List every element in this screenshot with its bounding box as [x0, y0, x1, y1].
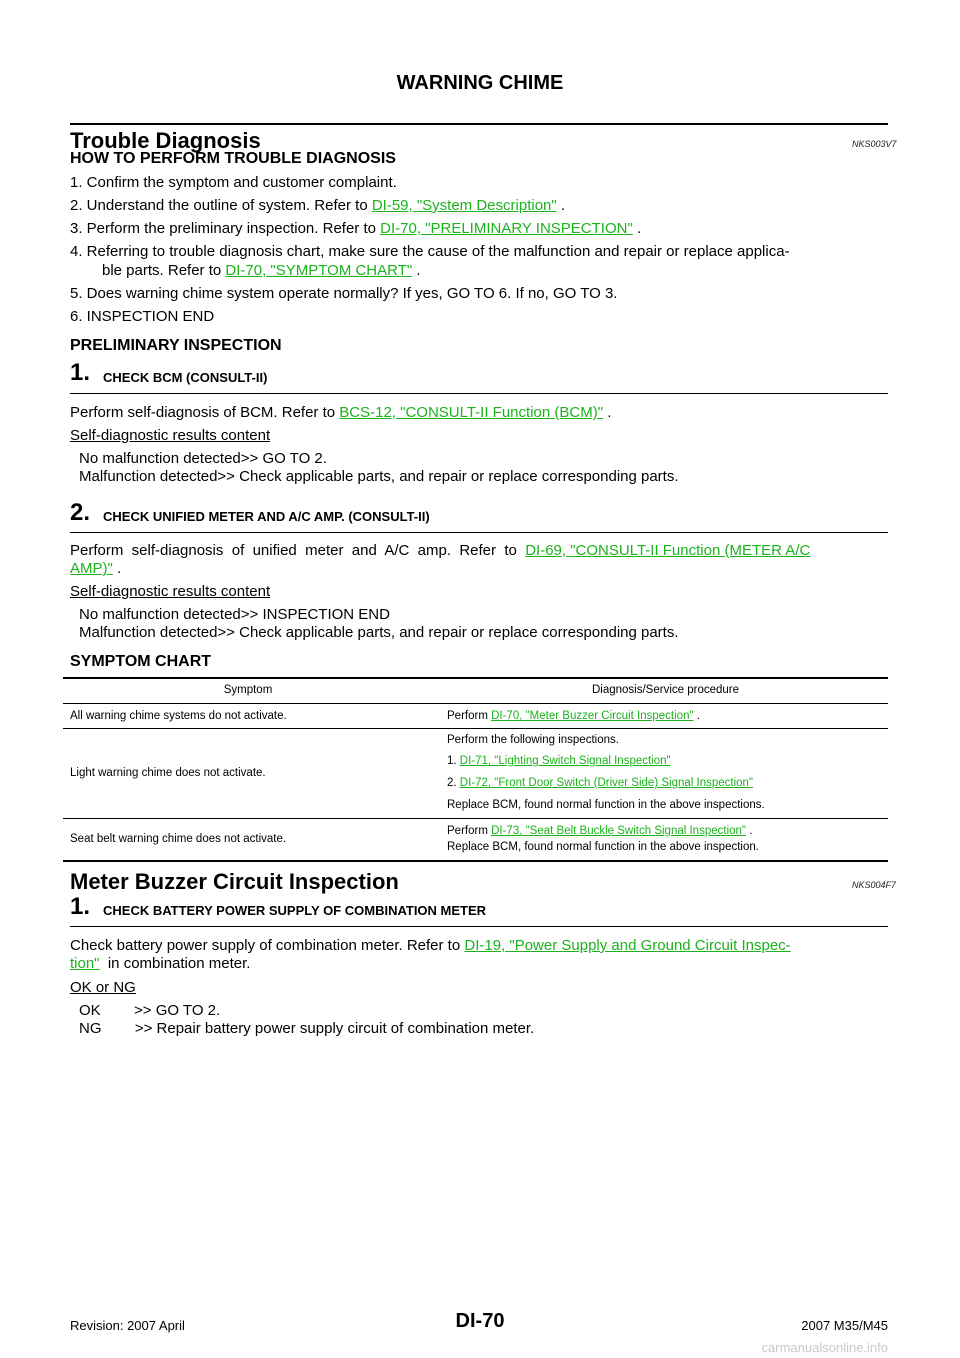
link-symptom-chart[interactable]: DI-70, "SYMPTOM CHART" — [225, 262, 413, 279]
col-header-procedure: Diagnosis/Service procedure — [591, 684, 740, 696]
step-title-check-bcm: CHECK BCM (CONSULT-II) — [103, 370, 268, 385]
how-step-2: 2. Understand the outline of system. Ref… — [70, 197, 566, 214]
page-header-title: WARNING CHIME — [396, 72, 564, 94]
table-row-symptom: All warning chime systems do not activat… — [70, 710, 287, 722]
step-rule — [70, 926, 888, 927]
table-row-procedure-item: 1. DI-71, "Lighting Switch Signal Inspec… — [447, 755, 671, 767]
how-step-1: 1. Confirm the symptom and customer comp… — [70, 174, 397, 191]
symptom-chart-heading: SYMPTOM CHART — [70, 653, 212, 670]
how-step-4: 4. Referring to trouble diagnosis chart,… — [70, 243, 790, 260]
how-to-heading: HOW TO PERFORM TROUBLE DIAGNOSIS — [70, 150, 396, 167]
step-number: 1. — [70, 359, 91, 386]
link-di-73[interactable]: DI-73, "Seat Belt Buckle Switch Signal I… — [491, 825, 746, 837]
step-number: 2. — [70, 499, 91, 526]
table-row-procedure: Perform DI-70, "Meter Buzzer Circuit Ins… — [447, 710, 700, 722]
step-rule — [70, 393, 888, 394]
preliminary-heading: PRELIMINARY INSPECTION — [70, 337, 282, 354]
step-title-check-battery: CHECK BATTERY POWER SUPPLY OF COMBINATIO… — [103, 903, 487, 918]
step1-result-2: Malfunction detected>> Check applicable … — [79, 468, 679, 485]
link-di-71[interactable]: DI-71, "Lighting Switch Signal Inspectio… — [459, 755, 671, 767]
how-step-5: 5. Does warning chime system operate nor… — [70, 285, 618, 302]
table-row-rule — [63, 818, 888, 819]
section-title-meter-buzzer: Meter Buzzer Circuit Inspection — [70, 869, 399, 894]
table-row-symptom: Light warning chime does not activate. — [70, 767, 266, 779]
table-row-procedure: Perform DI-73, "Seat Belt Buckle Switch … — [447, 825, 753, 837]
how-step-3: 3. Perform the preliminary inspection. R… — [70, 220, 642, 237]
table-top-rule — [63, 677, 888, 679]
results-label: Self-diagnostic results content — [70, 427, 271, 444]
header-rule — [70, 123, 888, 125]
table-header-rule — [63, 703, 888, 704]
step2-text: Perform self-diagnosis of unified meter … — [70, 542, 811, 559]
ng-result: NG >> Repair battery power supply circui… — [79, 1020, 535, 1037]
page-number: DI-70 — [455, 1310, 505, 1332]
meter-step1-text: Check battery power supply of combinatio… — [70, 937, 791, 954]
section-code: NKS004F7 — [852, 880, 897, 890]
link-di-70-buzzer[interactable]: DI-70, "Meter Buzzer Circuit Inspection" — [491, 710, 694, 722]
table-row-procedure-line: Perform the following inspections. — [447, 734, 619, 746]
step-title-check-unified-meter: CHECK UNIFIED METER AND A/C AMP. (CONSUL… — [103, 509, 430, 524]
footer-model: 2007 M35/M45 — [801, 1318, 888, 1333]
meter-step1-text-cont: tion" in combination meter. — [70, 955, 251, 972]
link-di-19-cont[interactable]: tion" — [70, 955, 100, 972]
link-bcs-12[interactable]: BCS-12, "CONSULT-II Function (BCM)" — [339, 404, 604, 421]
table-bottom-rule — [63, 860, 888, 862]
section-code: NKS003V7 — [852, 139, 897, 149]
link-system-description[interactable]: DI-59, "System Description" — [371, 197, 557, 214]
step2-text-cont: AMP)" . — [70, 560, 122, 577]
step1-result-1: No malfunction detected>> GO TO 2. — [79, 450, 327, 467]
step1-text: Perform self-diagnosis of BCM. Refer to … — [70, 404, 612, 421]
link-di-19[interactable]: DI-19, "Power Supply and Ground Circuit … — [464, 937, 791, 954]
ok-result: OK >> GO TO 2. — [79, 1002, 221, 1019]
link-di-69[interactable]: DI-69, "CONSULT-II Function (METER A/C — [525, 542, 811, 559]
step-rule — [70, 532, 888, 533]
table-row-procedure-line: Replace BCM, found normal function in th… — [447, 841, 759, 853]
results-label: Self-diagnostic results content — [70, 583, 271, 600]
ok-ng-label: OK or NG — [70, 979, 136, 996]
step2-result-1: No malfunction detected>> INSPECTION END — [79, 606, 390, 623]
table-row-procedure-line: Replace BCM, found normal function in th… — [447, 799, 765, 811]
footer-revision: Revision: 2007 April — [70, 1318, 185, 1333]
table-row-symptom: Seat belt warning chime does not activat… — [70, 833, 287, 845]
step2-result-2: Malfunction detected>> Check applicable … — [79, 624, 679, 641]
link-di-72[interactable]: DI-72, "Front Door Switch (Driver Side) … — [459, 777, 754, 789]
table-row-rule — [63, 728, 888, 729]
table-row-procedure-item: 2. DI-72, "Front Door Switch (Driver Sid… — [447, 777, 754, 789]
how-step-4-cont: ble parts. Refer to DI-70, "SYMPTOM CHAR… — [102, 262, 421, 279]
col-header-symptom: Symptom — [223, 684, 273, 696]
watermark: carmanualsonline.info — [761, 1340, 888, 1355]
link-preliminary-inspection[interactable]: DI-70, "PRELIMINARY INSPECTION" — [380, 220, 633, 237]
link-di-69-cont[interactable]: AMP)" — [70, 560, 113, 577]
step-number: 1. — [70, 893, 91, 920]
section-title-trouble-diagnosis: Trouble Diagnosis — [70, 128, 261, 153]
how-step-6: 6. INSPECTION END — [70, 308, 215, 325]
